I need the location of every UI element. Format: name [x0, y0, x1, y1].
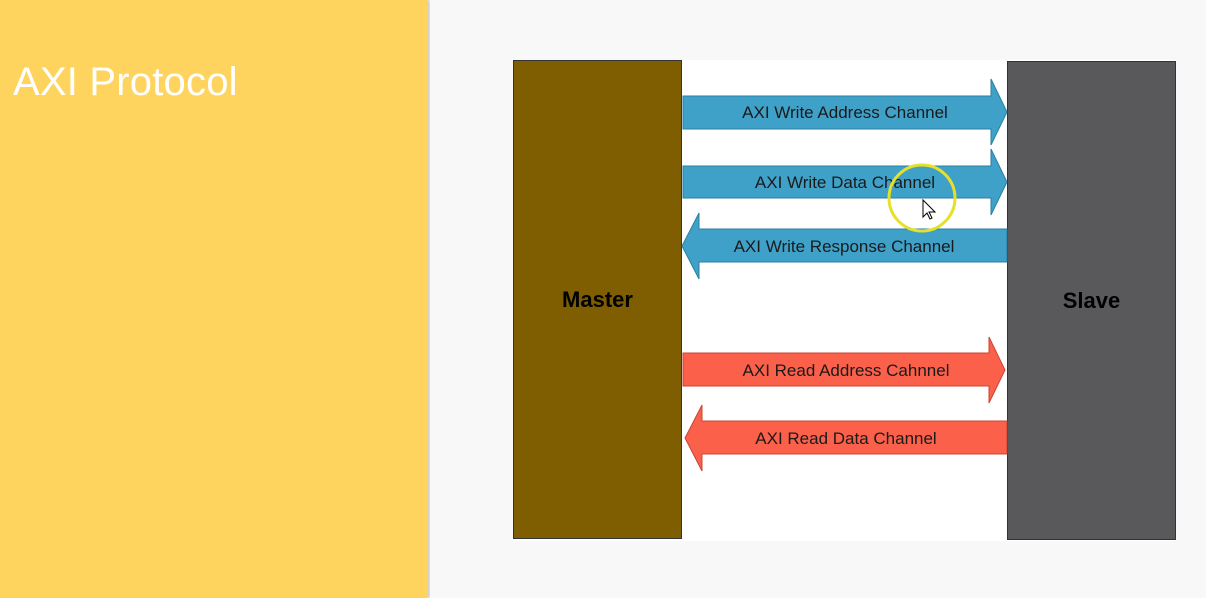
slave-block: Slave [1007, 61, 1176, 540]
master-block: Master [513, 60, 682, 539]
title-panel: AXI Protocol [0, 0, 428, 598]
channel-write-address: AXI Write Address Channel [682, 78, 1008, 146]
channel-label: AXI Read Data Channel [755, 429, 936, 448]
slave-label: Slave [1062, 287, 1121, 313]
channel-write-data: AXI Write Data Channel [682, 148, 1008, 216]
slide-title: AXI Protocol [13, 60, 238, 104]
channel-read-data: AXI Read Data Channel [684, 404, 1008, 472]
channel-label: AXI Read Address Cahnnel [743, 361, 950, 380]
master-label: Master [562, 286, 633, 312]
channel-label: AXI Write Response Channel [734, 237, 955, 256]
mouse-pointer-icon [922, 198, 937, 220]
channel-label: AXI Write Address Channel [742, 103, 948, 122]
cursor-highlight-ring [887, 163, 957, 233]
channel-label: AXI Write Data Channel [755, 173, 935, 192]
channel-write-response: AXI Write Response Channel [681, 212, 1008, 280]
channel-read-address: AXI Read Address Cahnnel [682, 336, 1006, 404]
